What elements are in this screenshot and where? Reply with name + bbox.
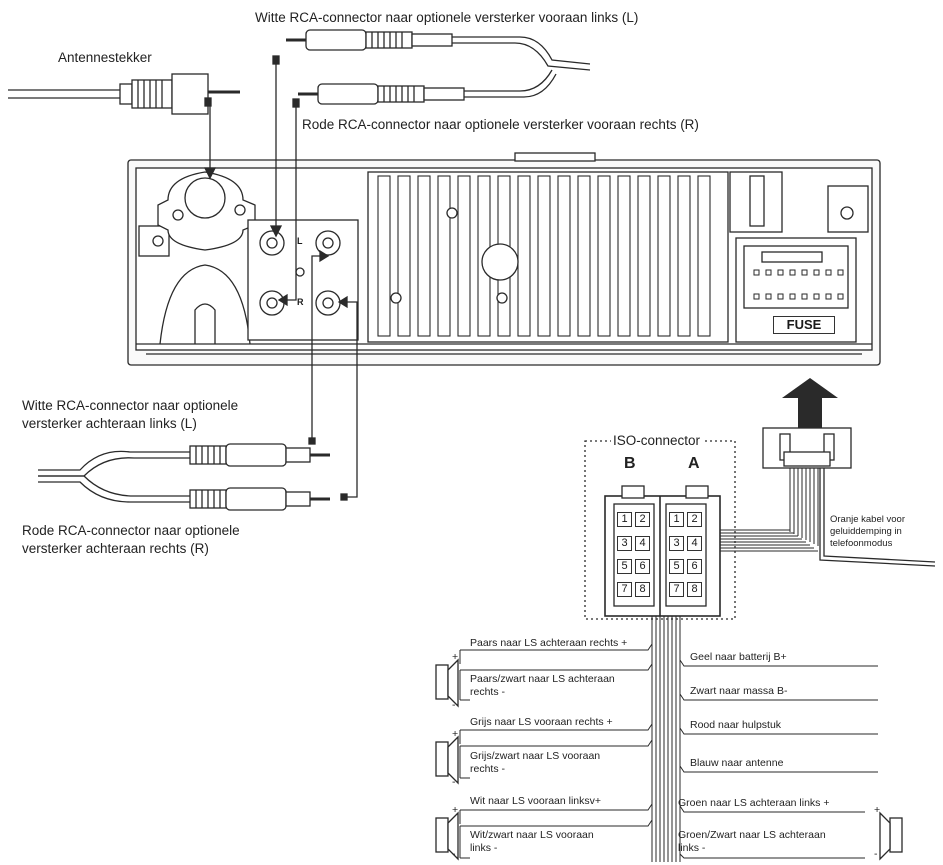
rca-r-label: R	[297, 297, 304, 307]
pin-b-6: 6	[635, 559, 650, 574]
orange-wire-label-line1: Oranje kabel voor	[830, 514, 905, 525]
wire-trunk	[459, 616, 878, 862]
wire-left-6a: Wit/zwart naar LS vooraan	[470, 829, 594, 841]
wire-right-5: Groen naar LS achteraan links +	[678, 797, 830, 809]
speaker-4-plus: +	[874, 804, 881, 816]
wire-right-2: Zwart naar massa B-	[690, 685, 788, 697]
pin-a-5: 5	[669, 559, 684, 574]
pin-a-2: 2	[687, 512, 702, 527]
speakers	[435, 658, 903, 861]
wire-right-6b: links -	[678, 842, 706, 854]
wire-left-1: Paars naar LS achteraan rechts +	[470, 637, 628, 649]
red-front-right-label: Rode RCA-connector naar optionele verste…	[302, 117, 699, 132]
wire-right-3: Rood naar hulpstuk	[690, 719, 782, 731]
upward-arrow	[782, 378, 838, 428]
rca-front	[269, 29, 591, 307]
speaker-2-minus: -	[452, 776, 456, 788]
pin-b-5: 5	[617, 559, 632, 574]
wire-left-2a: Paars/zwart naar LS achteraan	[470, 673, 615, 685]
radio-unit	[127, 152, 881, 366]
iso-b-label: B	[624, 455, 636, 472]
wire-right-4: Blauw naar antenne	[690, 757, 784, 769]
pin-a-1: 1	[669, 512, 684, 527]
pin-a-7: 7	[669, 582, 684, 597]
iso-plug	[720, 427, 936, 567]
iso-block	[584, 440, 736, 620]
pin-a-4: 4	[687, 536, 702, 551]
speaker-3-plus: +	[452, 804, 459, 816]
pin-b-1: 1	[617, 512, 632, 527]
antenna-plug	[8, 73, 240, 180]
wire-left-4a: Grijs/zwart naar LS vooraan	[470, 750, 601, 762]
wire-right-6a: Groen/Zwart naar LS achteraan	[678, 829, 826, 841]
pin-b-2: 2	[635, 512, 650, 527]
pin-b-8: 8	[635, 582, 650, 597]
pin-b-7: 7	[617, 582, 632, 597]
orange-wire-label-line3: telefoonmodus	[830, 538, 893, 549]
speaker-1-plus: +	[452, 651, 459, 663]
pin-a-3: 3	[669, 536, 684, 551]
white-front-left-label: Witte RCA-connector naar optionele verst…	[255, 10, 639, 25]
orange-wire-label-line2: geluiddemping in	[830, 526, 902, 537]
pin-b-4: 4	[635, 536, 650, 551]
iso-connector-label: ISO-connector	[611, 433, 703, 448]
fuse-label: FUSE	[773, 316, 835, 334]
red-rear-right-label-line1: Rode RCA-connector naar optionele	[22, 523, 240, 538]
speaker-4-minus: -	[874, 848, 878, 860]
wire-left-2b: rechts -	[470, 686, 506, 698]
red-rear-right-label-line2: versterker achteraan rechts (R)	[22, 541, 209, 556]
wire-left-3: Grijs naar LS vooraan rechts +	[470, 716, 613, 728]
white-rear-left-label-line1: Witte RCA-connector naar optionele	[22, 398, 239, 413]
iso-a-label: A	[688, 455, 700, 472]
wire-right-1: Geel naar batterij B+	[690, 651, 787, 663]
wire-left-4b: rechts -	[470, 763, 506, 775]
rca-rear	[38, 249, 358, 511]
speaker-2-plus: +	[452, 728, 459, 740]
pin-b-3: 3	[617, 536, 632, 551]
white-rear-left-label-line2: versterker achteraan links (L)	[22, 416, 197, 431]
antenna-plug-label: Antennestekker	[58, 50, 152, 65]
pin-a-8: 8	[687, 582, 702, 597]
wire-left-5: Wit naar LS vooraan linksv+	[470, 795, 602, 807]
pin-a-6: 6	[687, 559, 702, 574]
speaker-1-minus: -	[452, 699, 456, 711]
rca-l-label: L	[297, 236, 303, 246]
wire-left-6b: links -	[470, 842, 498, 854]
speaker-3-minus: -	[452, 848, 456, 860]
